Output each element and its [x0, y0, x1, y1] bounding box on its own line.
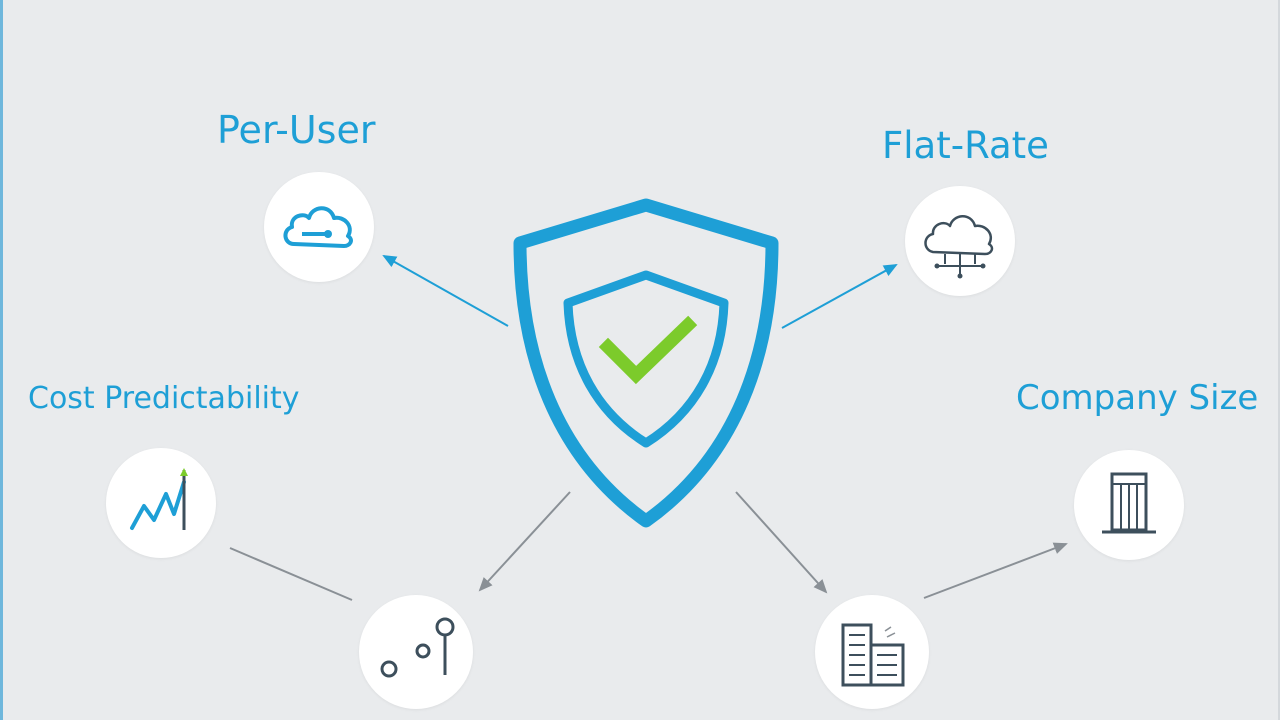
connected-nodes-node [359, 595, 473, 709]
company-size-label: Company Size [1016, 378, 1259, 418]
office-building-node [815, 595, 929, 709]
line-chart-icon [130, 468, 188, 530]
arrow-to-company-size [923, 542, 1068, 599]
arrow-to-nodes [478, 491, 571, 592]
per-user-label: Per-User [217, 108, 376, 152]
per-user-node [264, 172, 374, 282]
office-building-icon [841, 623, 905, 687]
line-chart-to-nodes [229, 547, 353, 601]
tower-building-icon [1102, 472, 1156, 534]
flat-rate-label: Flat-Rate [882, 124, 1049, 167]
shield-check-icon [513, 198, 779, 528]
arrow-to-office [735, 491, 828, 594]
right-frame-border [1278, 0, 1280, 720]
cloud-network-icon [924, 215, 994, 279]
cloud-key-icon [283, 206, 353, 248]
cost-predictability-label: Cost Predictability [28, 381, 300, 416]
left-frame-border [0, 0, 3, 720]
cost-predictability-node [106, 448, 216, 558]
connected-nodes-icon [380, 617, 455, 678]
arrow-to-flat-rate [781, 264, 898, 329]
flat-rate-node [905, 186, 1015, 296]
company-size-node [1074, 450, 1184, 560]
arrow-to-per-user [382, 255, 509, 327]
